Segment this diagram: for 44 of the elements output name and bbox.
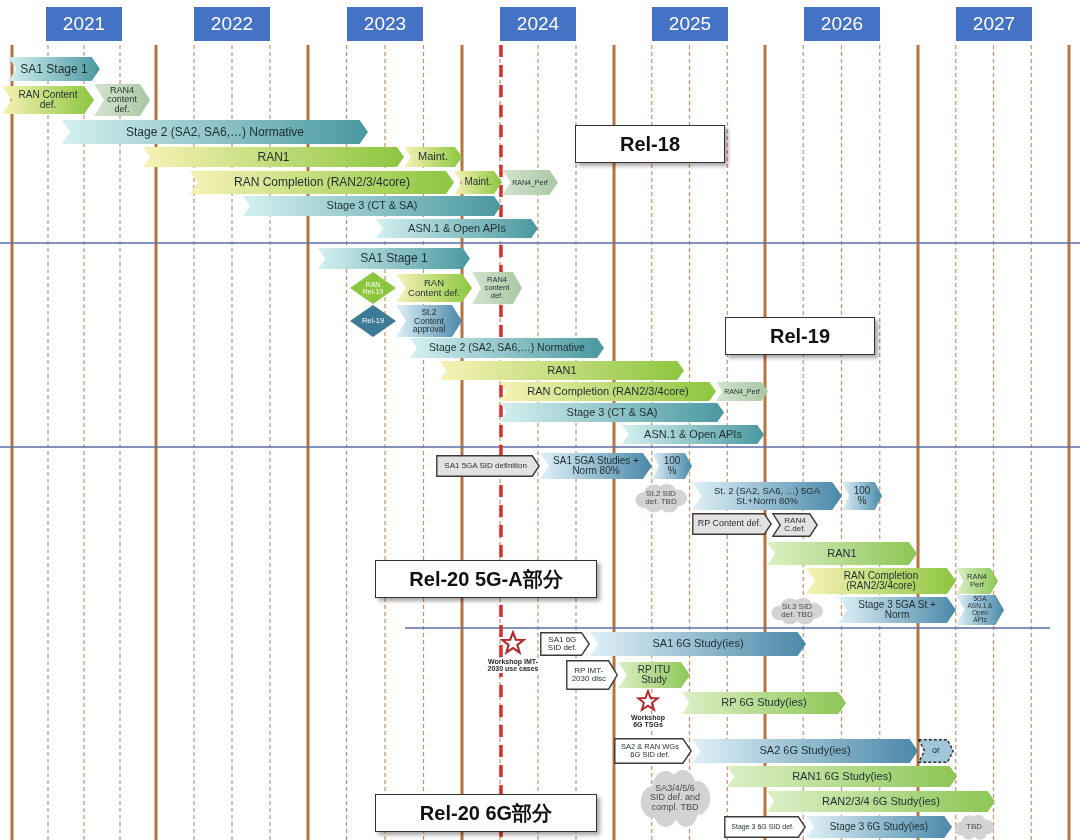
year-header: 2022	[194, 7, 270, 41]
chevron-bar: Stage 3 (CT & SA)	[500, 403, 724, 422]
year-header: 2023	[347, 7, 423, 41]
chevron-bar: RAN4 content def.	[94, 84, 150, 116]
chevron-bar: RAN1 6G Study(ies)	[727, 766, 957, 787]
chevron-bar: Stage 2 (SA2, SA6,…) Normative	[410, 338, 604, 358]
star-icon	[636, 689, 660, 713]
pentagon-tag: SA1 5GA SID definition	[436, 455, 540, 477]
pentagon-tag: SA1 6G SID def.	[540, 632, 590, 656]
chevron-bar: RAN4 C.def.	[772, 513, 818, 537]
chevron-bar: 100 %	[652, 453, 692, 479]
chevron-bar: ASN.1 & Open APIs	[376, 219, 538, 238]
year-header: 2024	[500, 7, 576, 41]
chevron-bar: RP 6G Study(ies)	[682, 692, 846, 714]
release-label: Rel-20 6G部分	[375, 794, 597, 832]
chevron-bar: RP ITU Study	[618, 662, 690, 688]
chevron-bar: RAN Content def.	[2, 86, 94, 114]
year-header: 2025	[652, 7, 728, 41]
year-header: 2021	[46, 7, 122, 41]
chevron-bar: SA1 Stage 1	[318, 248, 470, 269]
year-header: 2027	[956, 7, 1032, 41]
chevron-bar: RAN1	[767, 542, 917, 565]
pentagon-tag: RP Content def.	[692, 513, 772, 535]
chevron-bar: Stage 3 6G Study(ies)	[806, 816, 952, 838]
chevron-bar: St.2 Content approval	[396, 305, 462, 337]
chevron-bar: Stage 2 (SA2, SA6,…) Normative	[62, 120, 368, 144]
year-header: 2026	[804, 7, 880, 41]
chevron-bar: SA2 6G Study(ies)	[692, 739, 918, 763]
star-icon	[500, 630, 526, 656]
chevron-bar: SA1 Stage 1	[8, 57, 100, 81]
release-label: Rel-18	[575, 125, 725, 163]
chevron-bar: 100 %	[842, 482, 882, 510]
chevron-bar: Maint.	[454, 171, 502, 194]
chevron-bar: RAN2/3/4 6G Study(ies)	[767, 791, 995, 812]
chevron-bar: RAN Content def.	[396, 274, 472, 302]
chevron-bar: Maint.	[404, 147, 462, 167]
chevron-bar: Stage 3 (CT & SA)	[243, 196, 501, 216]
chevron-bar: SA1 6G Study(ies)	[590, 632, 806, 656]
chevron-bar: RAN1	[440, 361, 684, 380]
release-label: Rel-20 5G-A部分	[375, 560, 597, 598]
chevron-bar: ASN.1 & Open APIs	[622, 425, 764, 444]
pentagon-tag: RP IMT-2030 disc	[566, 660, 618, 690]
chevron-bar: or	[918, 739, 954, 763]
release-label: Rel-19	[725, 317, 875, 355]
